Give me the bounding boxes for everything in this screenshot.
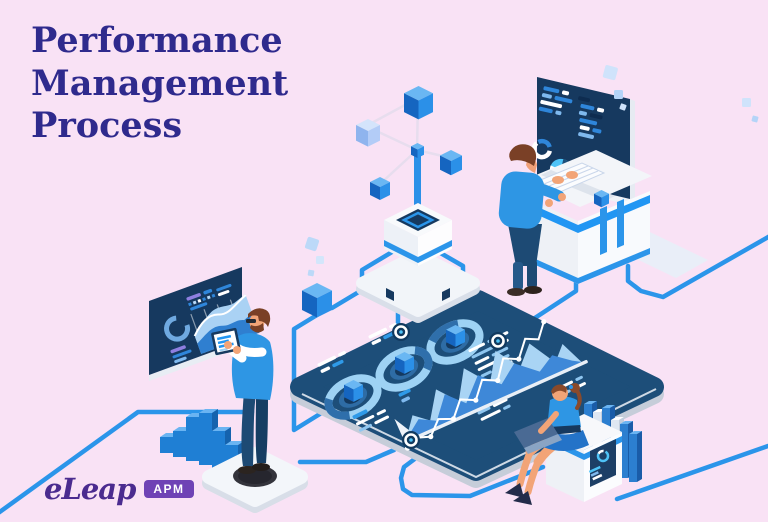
apm-badge: APM <box>144 480 194 498</box>
sitting-analyst <box>505 383 589 505</box>
title-line-3: Process <box>31 105 183 147</box>
cable-platform-to-panel <box>297 447 397 465</box>
leg <box>508 224 542 266</box>
donut-chart-icon <box>164 315 191 342</box>
hair <box>248 308 271 327</box>
pedestal-port-left <box>386 288 394 301</box>
network-cube-light <box>356 119 380 147</box>
shoe <box>513 491 532 505</box>
beard <box>250 323 264 333</box>
page-title: Performance Management Process <box>31 20 288 148</box>
floating-squares <box>304 65 759 277</box>
bar-column <box>629 431 642 482</box>
connector-nodes <box>392 323 507 449</box>
shoe <box>252 463 270 471</box>
cable-bottom-right <box>614 443 768 502</box>
arm <box>538 411 559 434</box>
ponytail-tail <box>574 387 582 410</box>
pedestal-opening-ring <box>401 211 435 229</box>
desk-bottom-right <box>578 248 650 284</box>
pedestal-pole <box>414 150 421 218</box>
chart-baseline <box>402 359 588 445</box>
connector-node <box>392 323 410 341</box>
shoe <box>238 466 256 474</box>
network-cube-lower <box>370 177 390 200</box>
leg <box>241 390 256 466</box>
standing-analyst <box>202 308 308 513</box>
floor-cube <box>302 283 332 318</box>
hair-tie <box>569 385 573 389</box>
shin <box>527 260 537 288</box>
hand <box>566 171 578 179</box>
network-cube-top <box>404 86 433 120</box>
hand <box>224 341 232 349</box>
desk-band-right <box>578 195 650 233</box>
pedestal-port-right <box>442 288 450 301</box>
pedestal-stripe-right <box>418 240 452 263</box>
desk-band-left <box>531 204 578 233</box>
gauge-label-2 <box>368 322 397 345</box>
torso <box>547 396 581 433</box>
dots-row <box>188 293 216 307</box>
desk-slat <box>617 199 624 248</box>
hair <box>551 384 567 394</box>
title-line-2: Management <box>31 62 289 104</box>
pedestal-opening <box>396 209 440 231</box>
panel-buttons <box>588 465 603 481</box>
gauge-label-3 <box>317 350 346 373</box>
panel-mid-ticks <box>398 388 411 403</box>
shoe <box>505 483 524 498</box>
trend-line <box>406 321 545 449</box>
network-cube-center <box>411 143 424 158</box>
title-line-1: Performance <box>31 20 283 61</box>
cable-panel-to-box <box>398 449 546 499</box>
network-cubes-pedestal <box>356 86 480 323</box>
mini-donut-1 <box>531 138 553 160</box>
cable-console-right <box>625 234 768 300</box>
box-control-panel <box>590 439 616 487</box>
panel-donut <box>596 449 610 463</box>
leg <box>516 448 534 488</box>
console-analyst <box>498 144 566 296</box>
desk-slat <box>600 206 607 255</box>
console-screen-edge <box>630 99 635 201</box>
hair <box>509 144 537 166</box>
network-cube-right <box>440 150 462 176</box>
desk-bottom-left <box>531 257 578 284</box>
tablet <box>211 327 241 356</box>
shin <box>513 262 523 290</box>
leg <box>524 458 542 496</box>
shoe <box>507 288 525 296</box>
hand <box>545 199 553 207</box>
pedestal-stripe-left <box>384 240 418 263</box>
leg <box>255 392 268 463</box>
hand <box>552 176 564 184</box>
torso <box>498 171 545 229</box>
arm <box>525 180 565 202</box>
panel-bottom-label <box>352 409 390 432</box>
keyboard <box>536 162 606 193</box>
brand-logo: eLeap APM <box>44 472 194 506</box>
connector-node <box>489 332 507 350</box>
hand <box>558 193 566 201</box>
mountain-line-chart <box>394 319 588 451</box>
brand-wordmark: eLeap <box>44 472 136 506</box>
hand <box>233 346 241 354</box>
glasses <box>246 319 256 323</box>
shoe <box>524 286 542 294</box>
connector-node <box>402 431 420 449</box>
